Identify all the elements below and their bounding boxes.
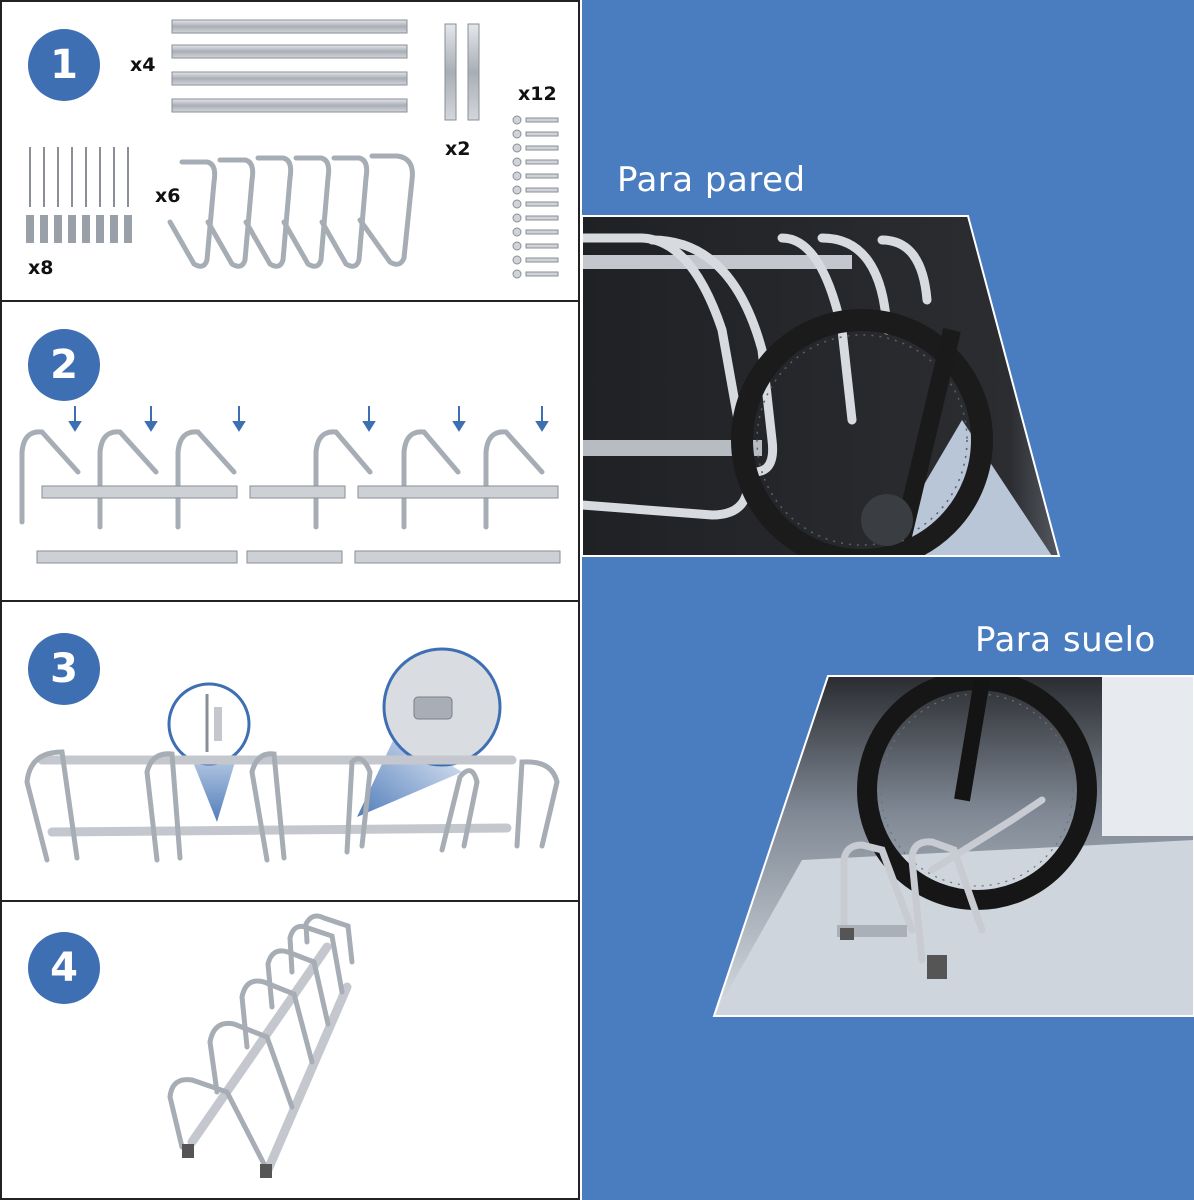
rails-quantity: x4: [130, 54, 156, 76]
step-number-badge: 4: [28, 932, 100, 1004]
hooks: [19, 429, 545, 530]
bolts-quantity: x12: [518, 83, 557, 105]
floor-mount-photo: [714, 676, 1194, 1016]
wall-mount-title: Para pared: [617, 160, 806, 200]
rail-bars: [171, 19, 408, 113]
bolts: [512, 115, 559, 279]
zoom-beam-right: [357, 732, 462, 817]
step-4-panel: 4: [0, 900, 580, 1200]
floor-photo-frame: [712, 675, 1194, 1017]
wall-photo-frame: [582, 215, 1061, 557]
wall-mount-photo: [582, 216, 1059, 556]
screw-detail-circle: [167, 682, 251, 766]
step-number-badge: 3: [28, 633, 100, 705]
hooks-quantity: x6: [155, 185, 181, 207]
photo-frames: [582, 215, 1194, 1017]
vertical-posts: [444, 23, 480, 121]
parts-illustration: [26, 19, 559, 279]
step-3-panel: 3: [0, 600, 580, 902]
bike-hooks: [167, 153, 415, 269]
assembled-rack: [24, 749, 560, 863]
step-number-badge: 1: [28, 29, 100, 101]
finished-rack-illustration: [167, 913, 355, 1178]
hook-placement-illustration: [19, 406, 561, 564]
usage-photos: Para pared Para suelo: [582, 0, 1194, 1200]
screws-and-plugs: [29, 147, 129, 207]
screws-quantity: x8: [28, 257, 54, 279]
posts-quantity: x2: [445, 138, 471, 160]
step-2-panel: 2: [0, 300, 580, 602]
floor-mount-title: Para suelo: [975, 620, 1156, 660]
rails: [36, 485, 561, 564]
assembly-steps: 1 x4 x2 x12 x8 x6: [0, 0, 582, 1200]
down-arrows: [68, 406, 549, 432]
mounting-illustration: [24, 647, 560, 863]
finished-rack: [167, 913, 355, 1177]
step-1-panel: 1 x4 x2 x12 x8 x6: [0, 0, 580, 302]
step-number-badge: 2: [28, 329, 100, 401]
